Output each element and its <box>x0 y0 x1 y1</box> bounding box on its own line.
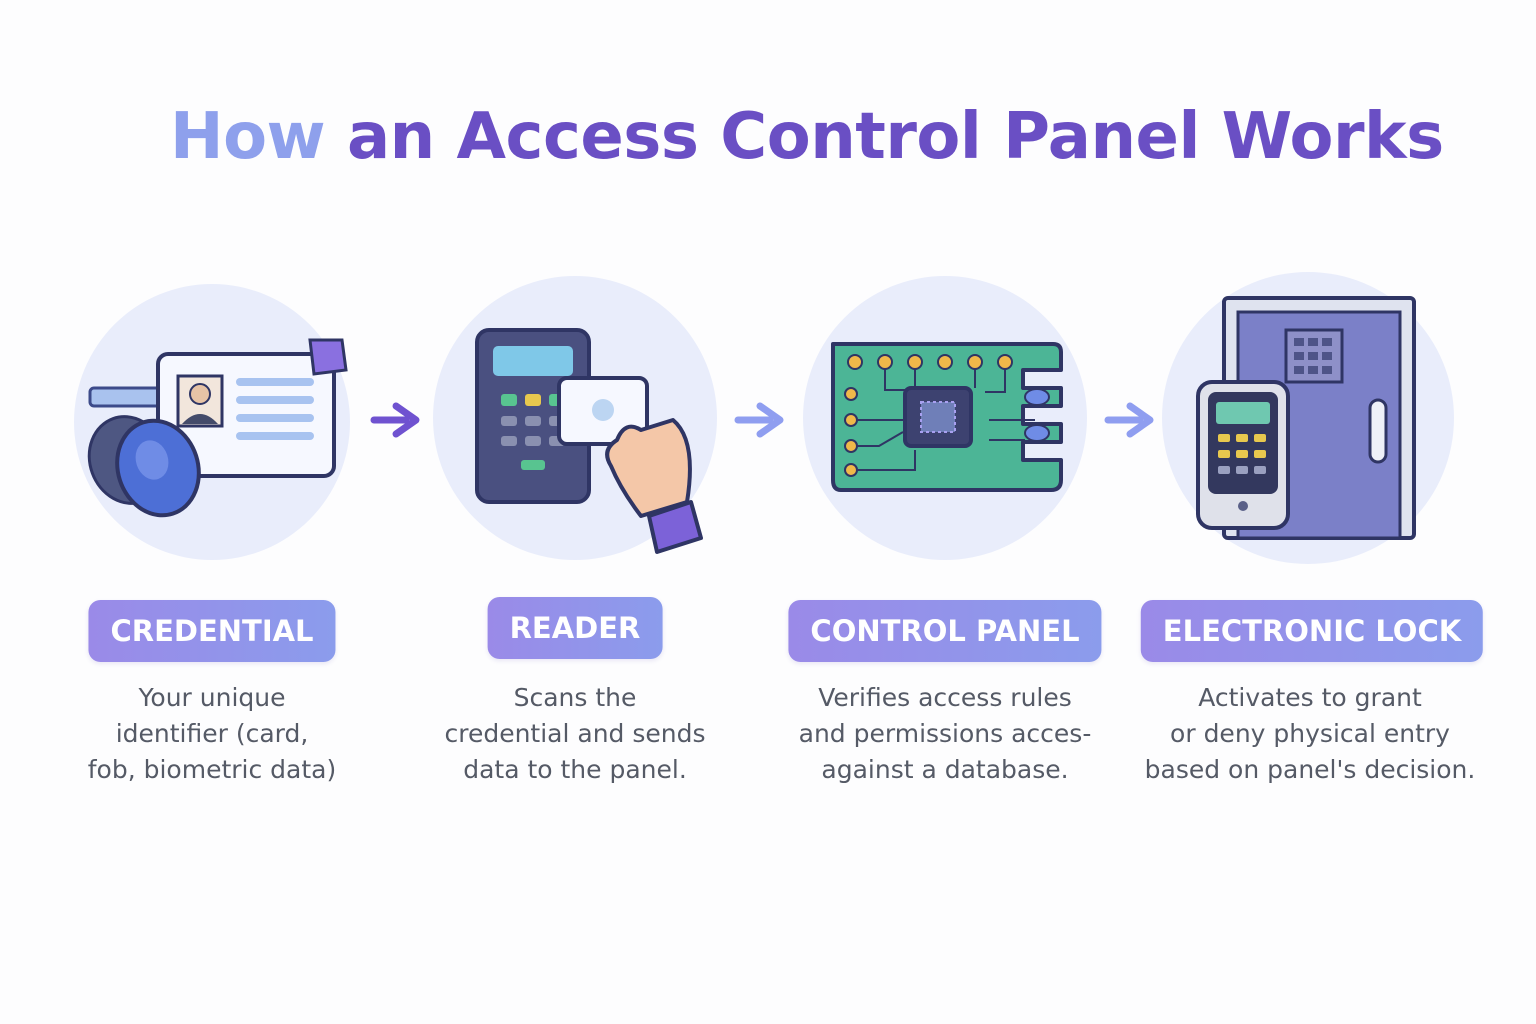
step-reader: READER Scans the credential and sends da… <box>405 270 745 810</box>
title-rest: an Access Control Panel Works <box>346 100 1444 174</box>
electronic-lock-badge: ELECTRONIC LOCK <box>1140 600 1484 662</box>
reader-badge: READER <box>487 597 663 659</box>
arrow-right-icon <box>1104 402 1154 438</box>
control-panel-description: Verifies access rules and permissions ac… <box>798 683 1092 784</box>
id-card-and-key-fob-icon <box>42 270 382 570</box>
title-how: How <box>170 100 326 174</box>
circuit-board-icon <box>775 270 1115 570</box>
arrow-right-icon <box>734 402 784 438</box>
step-credential: CREDENTIAL Your unique identifier (card,… <box>42 270 382 810</box>
card-reader-icon <box>405 270 745 570</box>
door-lock-icon <box>1142 270 1482 570</box>
page-title: How an Access Control Panel Works <box>170 100 1444 174</box>
credential-description: Your unique identifier (card, fob, biome… <box>87 683 337 784</box>
step-control-panel: CONTROL PANEL Verifies access rules and … <box>775 270 1115 810</box>
reader-description: Scans the credential and sends data to t… <box>444 683 706 784</box>
control-panel-badge: CONTROL PANEL <box>788 600 1102 662</box>
electronic-lock-description: Activates to grant or deny physical entr… <box>1144 683 1476 784</box>
arrow-right-icon <box>370 402 420 438</box>
credential-badge: CREDENTIAL <box>88 600 336 662</box>
step-electronic-lock: ELECTRONIC LOCK Activates to grant or de… <box>1140 270 1484 810</box>
